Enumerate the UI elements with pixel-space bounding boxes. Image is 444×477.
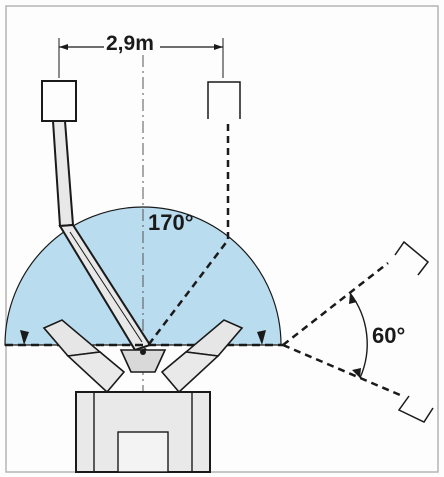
boom-dashed-upper [282, 262, 389, 346]
dipper-arm-solid [51, 120, 75, 228]
swing-angle-label: 170° [148, 210, 194, 235]
swing-post [119, 349, 167, 373]
dimension-label: 2,9m [106, 32, 154, 55]
angle-arrow-top [349, 293, 357, 304]
dimension-arrow-left [59, 44, 68, 50]
angle-arc-60 [349, 292, 368, 379]
diagram-border [5, 5, 439, 473]
boom-dashed-lower [282, 343, 401, 397]
pivot-point [140, 349, 146, 355]
boom-arm-detail [69, 231, 143, 343]
boom-dashed-center [142, 124, 230, 353]
dimension-label-bg [104, 31, 160, 53]
tractor-cab [117, 431, 169, 473]
arc-arrow-left [20, 330, 29, 345]
arc-arrow-right [257, 330, 266, 345]
stabilizer-arm-right [160, 351, 220, 394]
dimension-arrow-right [214, 44, 223, 50]
bucket-dashed-lower [397, 395, 434, 423]
side-angle-label: 60° [372, 323, 405, 348]
bucket-dashed-upper [394, 240, 430, 276]
bucket-dashed [207, 81, 241, 119]
angle-arrow-bottom [352, 368, 361, 378]
bucket-solid [41, 80, 77, 122]
stabilizer-arm-left [66, 351, 126, 394]
